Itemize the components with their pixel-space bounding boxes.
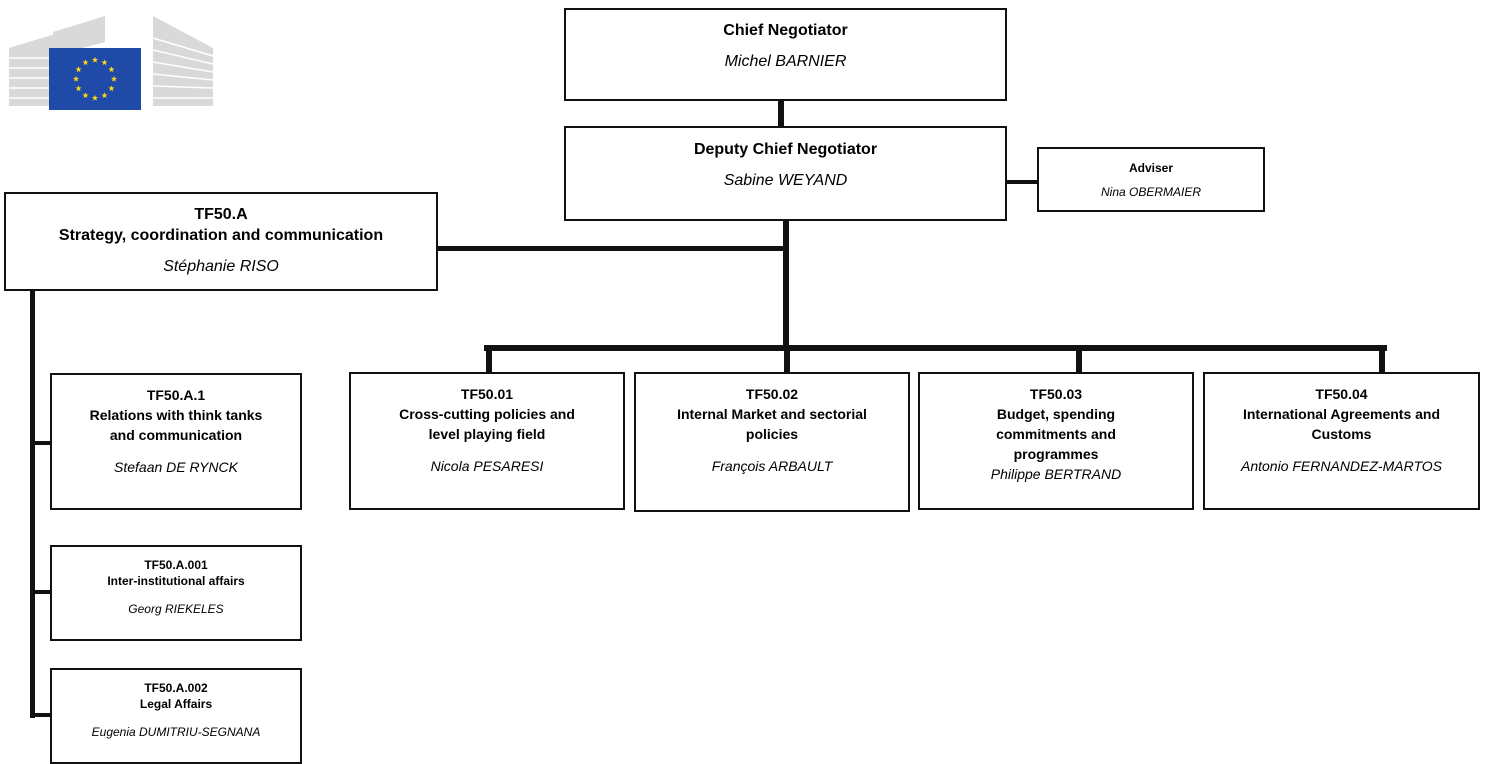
unit-code: TF50.04: [1315, 386, 1368, 402]
person-name: Stéphanie RISO: [163, 258, 279, 275]
unit-title: level playing field: [428, 426, 546, 442]
person-name: Stefaan DE RYNCK: [114, 459, 238, 475]
eu-star-icon: [108, 85, 115, 92]
person-name: Eugenia DUMITRIU-SEGNANA: [91, 725, 261, 739]
role-title: Adviser: [1128, 161, 1174, 175]
deputy-chief-negotiator-box: Deputy Chief Negotiator Sabine WEYAND: [564, 126, 1007, 221]
connector-line: [30, 713, 52, 717]
unit-code: TF50.01: [460, 386, 514, 402]
unit-title: commitments and: [996, 426, 1116, 442]
connector-line: [778, 100, 784, 128]
unit-code: TF50.A.002: [144, 681, 208, 695]
unit-code: TF50.A.1: [146, 387, 206, 403]
unit-code: TF50.03: [1029, 386, 1083, 402]
role-title: Deputy Chief Negotiator: [693, 141, 878, 158]
unit-title: Strategy, coordination and communication: [58, 227, 384, 244]
eu-star-icon: [110, 75, 118, 82]
eu-star-icon: [75, 85, 82, 92]
eu-star-icon: [108, 66, 115, 73]
person-name: Nina OBERMAIER: [1100, 185, 1202, 199]
unit-title: Internal Market and sectorial: [677, 406, 867, 422]
person-name: François ARBAULT: [711, 458, 833, 474]
unit-title: Relations with think tanks: [89, 407, 263, 423]
person-name: Michel BARNIER: [724, 53, 847, 70]
unit-box-tf50a: TF50.A Strategy, coordination and commun…: [4, 192, 438, 291]
connector-line: [1076, 346, 1082, 373]
unit-title: and communication: [109, 427, 243, 443]
connector-line: [1379, 346, 1385, 373]
unit-box-tf50a001: TF50.A.001 Inter-institutional affairs G…: [50, 545, 302, 641]
eu-star-icon: [82, 92, 89, 99]
connector-line: [783, 220, 789, 348]
connector-line: [30, 441, 52, 445]
adviser-box: Adviser Nina OBERMAIER: [1037, 147, 1265, 212]
connector-line: [1007, 180, 1041, 184]
unit-box-tf5002: TF50.02 Internal Market and sectorial po…: [634, 372, 910, 512]
eu-star-icon: [82, 59, 89, 66]
eu-star-icon: [75, 66, 82, 73]
connector-line: [30, 290, 35, 718]
unit-code: TF50.A.001: [144, 558, 208, 572]
eu-star-icon: [72, 75, 80, 82]
unit-title: policies: [745, 426, 799, 442]
person-name: Philippe BERTRAND: [990, 466, 1122, 482]
unit-box-tf50a002: TF50.A.002 Legal Affairs Eugenia DUMITRI…: [50, 668, 302, 764]
unit-title: Customs: [1311, 426, 1372, 442]
chief-negotiator-box: Chief Negotiator Michel BARNIER: [564, 8, 1007, 101]
unit-box-tf5001: TF50.01 Cross-cutting policies and level…: [349, 372, 625, 510]
eu-star-icon: [101, 59, 108, 66]
unit-box-tf50a1: TF50.A.1 Relations with think tanks and …: [50, 373, 302, 510]
person-name: Antonio FERNANDEZ-MARTOS: [1241, 458, 1442, 474]
person-name: Georg RIEKELES: [128, 602, 224, 616]
eu-star-icon: [91, 94, 99, 101]
unit-box-tf5004: TF50.04 International Agreements and Cus…: [1203, 372, 1480, 510]
person-name: Nicola PESARESI: [430, 458, 544, 474]
unit-box-tf5003: TF50.03 Budget, spending commitments and…: [918, 372, 1194, 510]
unit-title: Legal Affairs: [139, 697, 213, 711]
unit-code: TF50.02: [745, 386, 799, 402]
eu-star-icon: [101, 92, 108, 99]
eu-star-icon: [91, 56, 99, 63]
person-name: Sabine WEYAND: [723, 172, 848, 189]
connector-line: [486, 346, 492, 373]
unit-title: Budget, spending: [996, 406, 1116, 422]
european-commission-logo-icon: [9, 16, 214, 110]
unit-code: TF50.A: [194, 206, 248, 223]
unit-title: programmes: [1013, 446, 1099, 462]
unit-title: International Agreements and: [1242, 406, 1441, 422]
unit-title: Cross-cutting policies and: [399, 406, 575, 422]
unit-title: Inter-institutional affairs: [107, 574, 245, 588]
connector-line: [784, 346, 790, 373]
role-title: Chief Negotiator: [723, 22, 848, 39]
connector-line: [30, 590, 52, 594]
connector-line: [484, 345, 1387, 351]
connector-line: [438, 246, 786, 251]
